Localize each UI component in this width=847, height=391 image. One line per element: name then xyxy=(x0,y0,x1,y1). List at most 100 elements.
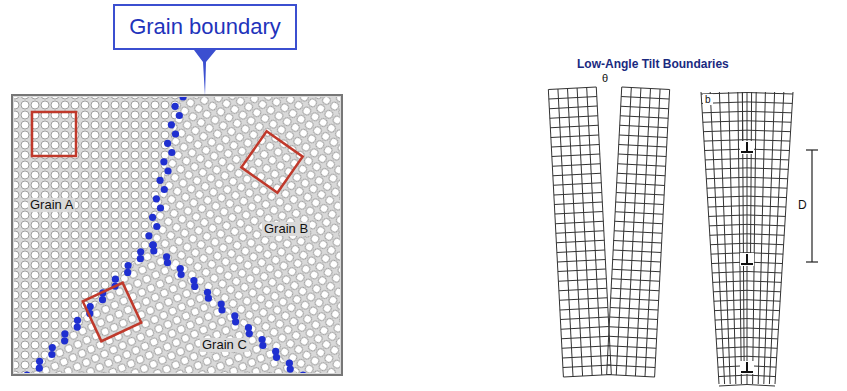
boundary-atom xyxy=(160,158,167,165)
dislocation-base xyxy=(741,263,753,265)
lattice-line xyxy=(607,365,655,368)
lattice-line xyxy=(708,206,786,208)
panel-frame xyxy=(12,95,342,375)
unit-cell-square xyxy=(32,112,76,156)
boundary-atom xyxy=(153,195,160,202)
boundary-atom xyxy=(74,324,81,331)
lattice-line xyxy=(608,346,656,349)
boundary-atom xyxy=(157,177,164,184)
lattice-line xyxy=(712,271,782,273)
boundary-atom xyxy=(150,247,157,254)
grain-label: Grain B xyxy=(262,222,310,236)
boundary-atom xyxy=(168,121,175,128)
boundary-atom xyxy=(161,186,168,193)
lattice-line xyxy=(558,269,606,272)
lattice-line xyxy=(557,250,605,253)
lattice-line xyxy=(552,164,600,167)
boundary-atom xyxy=(287,366,294,373)
dislocation-ground xyxy=(740,141,754,154)
lattice-line xyxy=(621,97,669,100)
lattice-line xyxy=(617,183,665,186)
lattice-line xyxy=(622,87,670,90)
lattice-line xyxy=(553,183,601,186)
lattice-line xyxy=(551,144,599,147)
lattice-line xyxy=(701,92,719,384)
callout-text: Grain boundary xyxy=(115,14,295,40)
lattice-line xyxy=(703,121,792,123)
lattice-line xyxy=(769,92,783,384)
lattice-line xyxy=(559,288,607,291)
boundary-atom xyxy=(74,317,81,324)
lattice-line xyxy=(562,355,610,358)
burgers-vector-label: b xyxy=(703,94,713,105)
callout-pointer xyxy=(194,50,216,96)
lattice-line xyxy=(561,327,609,330)
boundary-atom xyxy=(178,271,185,278)
angle-symbol: θ xyxy=(600,72,610,84)
lattice-line xyxy=(553,173,601,176)
lattice-line xyxy=(717,347,778,349)
lattice-line xyxy=(610,317,658,320)
lattice-line xyxy=(552,154,600,157)
boundary-atom xyxy=(23,371,30,373)
lattice-line xyxy=(705,158,789,160)
lattice-line xyxy=(616,202,664,205)
lattice-line xyxy=(620,125,668,128)
lattice-line xyxy=(560,307,608,310)
lattice-line xyxy=(719,385,775,387)
lattice-line xyxy=(620,116,668,119)
callout-box: Grain boundary xyxy=(113,4,297,50)
dislocation-stem xyxy=(746,254,748,264)
lattice-line xyxy=(616,192,664,195)
lattice-line xyxy=(702,102,793,104)
boundary-atom xyxy=(36,365,43,372)
unit-cell-square xyxy=(241,131,302,192)
lattice-line xyxy=(719,92,730,384)
boundary-atom xyxy=(179,97,186,101)
lattice-line xyxy=(704,140,790,142)
lattice-line xyxy=(709,224,785,226)
boundary-atom xyxy=(61,330,68,337)
boundary-atom xyxy=(176,112,183,119)
lattice-line xyxy=(706,177,788,179)
lattice-line xyxy=(707,187,787,189)
boundary-atom xyxy=(49,344,56,351)
lattice-line xyxy=(710,92,724,384)
lattice-line xyxy=(614,231,662,234)
lattice-line xyxy=(702,111,792,113)
unit-cell-square xyxy=(83,283,141,341)
boundary-atom xyxy=(137,255,144,262)
lattice-line xyxy=(559,298,607,301)
lattice-line xyxy=(758,92,765,384)
boundary-atom xyxy=(172,130,179,137)
lattice-line xyxy=(764,92,775,384)
dislocation-symbol xyxy=(740,141,754,374)
lattice-line xyxy=(703,130,790,132)
boundary-atom xyxy=(246,330,253,337)
lattice-line xyxy=(618,164,666,167)
lattice-line xyxy=(753,92,757,384)
lattice-line xyxy=(613,250,661,253)
lattice-line xyxy=(607,375,655,378)
boundary-atom xyxy=(99,296,106,303)
lattice-line xyxy=(549,106,597,109)
lattice-line xyxy=(713,281,782,283)
tilt-boundary-lattice xyxy=(701,92,793,386)
lattice-line xyxy=(554,202,602,205)
boundary-atom xyxy=(36,358,43,365)
lattice-line xyxy=(742,92,744,364)
boundary-atom xyxy=(299,371,306,373)
lattice-line xyxy=(716,328,779,330)
tilted-lattice xyxy=(607,87,670,377)
lattice-line xyxy=(714,309,779,311)
boundary-atom xyxy=(259,342,266,349)
lattice-line xyxy=(555,212,603,215)
boundary-atom xyxy=(125,262,132,269)
lattice-line xyxy=(615,221,663,224)
lattice-line xyxy=(549,97,597,100)
boundary-atom xyxy=(273,354,280,361)
lattice-line xyxy=(550,116,598,119)
boundary-atom xyxy=(218,306,225,313)
dislocation-stem xyxy=(746,362,748,372)
boundary-atom xyxy=(168,149,175,156)
